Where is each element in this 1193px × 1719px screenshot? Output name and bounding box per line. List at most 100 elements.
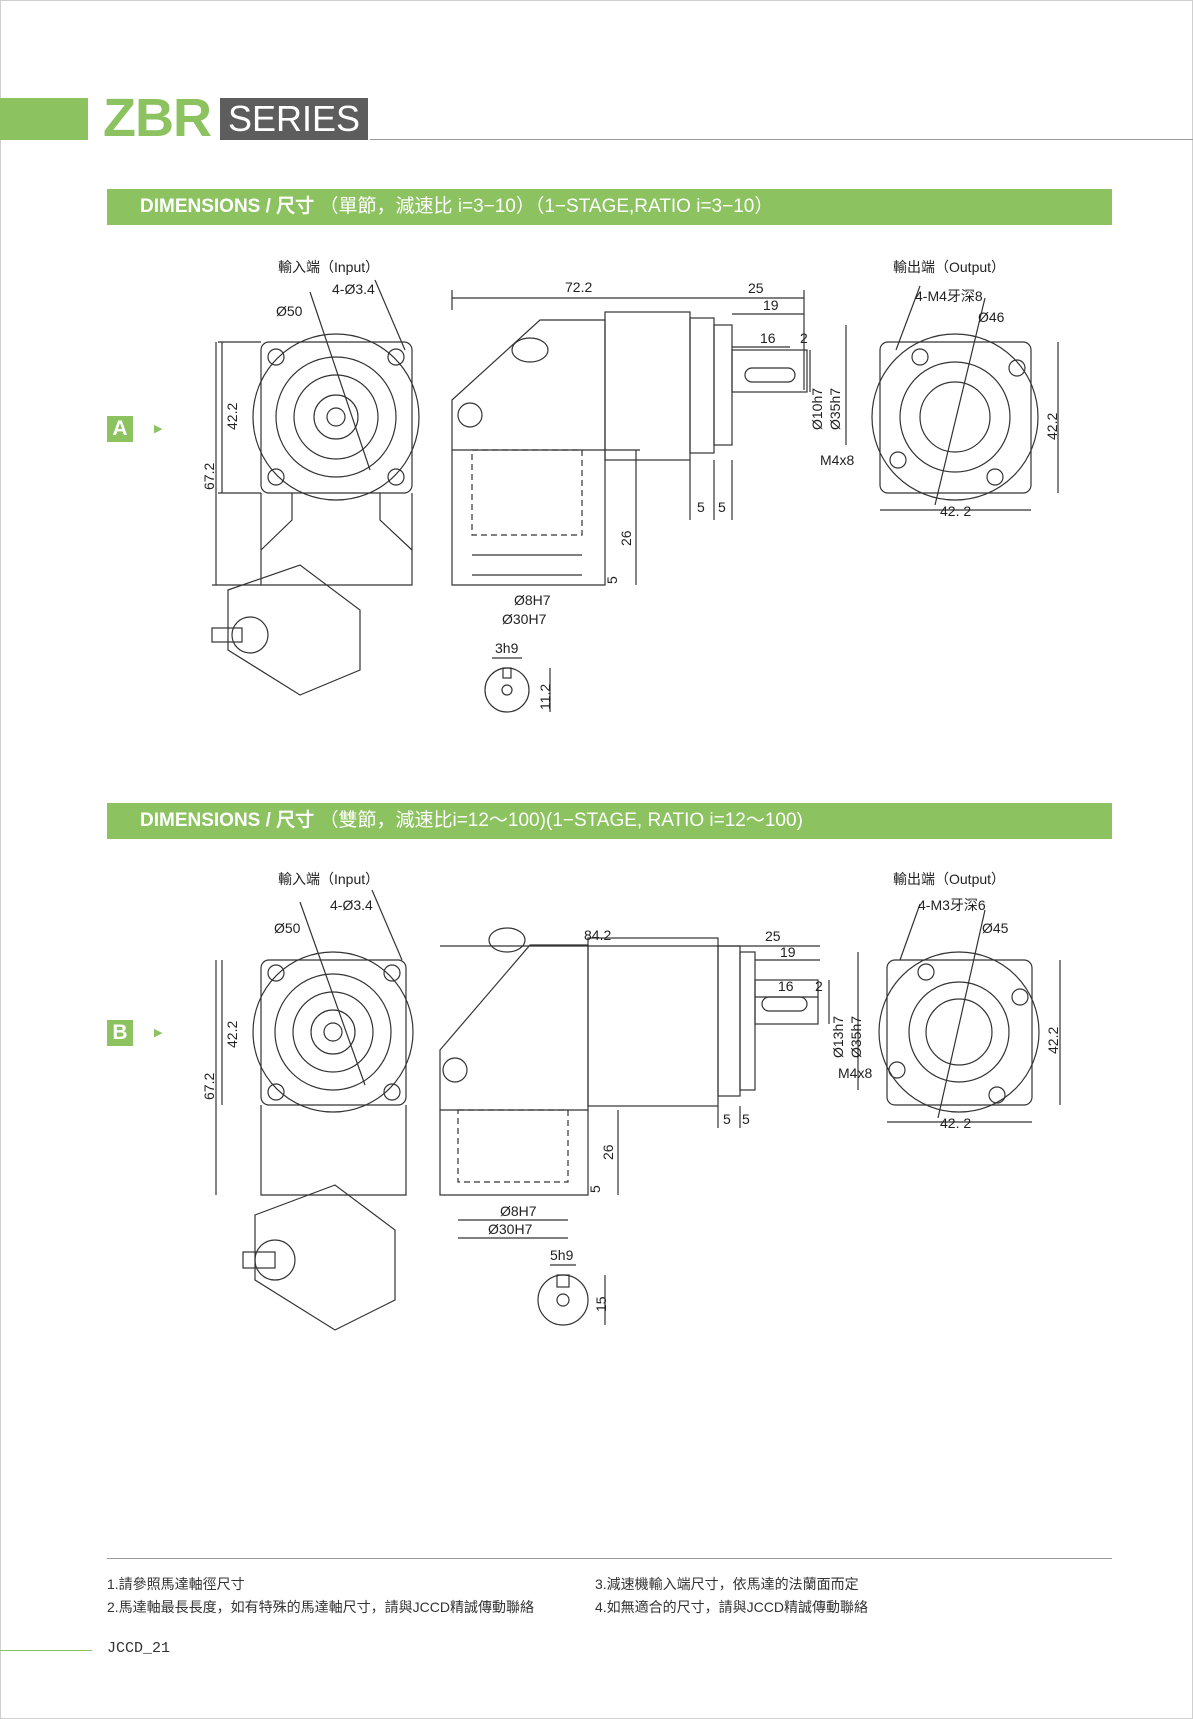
shaft-key [761,996,808,1012]
dim-2-label: 2 [815,978,823,994]
side-bore [488,927,526,953]
side-base [439,1110,589,1196]
input-flange-square [260,959,407,1106]
footer-rule [107,1558,1112,1559]
input-bore-inner [313,394,359,440]
output-42-v-label: 42.2 [1044,413,1060,440]
bore-8h7-label: Ø8H7 [514,592,551,608]
dim-25-label: 25 [748,280,764,296]
dim-16-label: 16 [778,978,794,994]
thread-label: M4x8 [820,452,854,468]
section-header-title: DIMENSIONS / 尺寸 [140,810,315,831]
bolt-hole [267,468,285,486]
key-height-label: 15 [593,1296,609,1312]
dim-19-label: 19 [780,944,796,960]
side-plug [442,1057,468,1083]
leader-line [937,909,986,1119]
spigot-diameter-label: Ø35h7 [848,1016,864,1058]
key-detail-circle [484,667,530,713]
height-67-label: 67.2 [201,463,217,490]
dim-16-label: 16 [760,330,776,346]
side-housing [439,944,589,1111]
leader-line [371,889,403,961]
input-bore-mid [293,374,379,460]
dim-19-label: 19 [763,297,779,313]
key-width-label: 3h9 [495,640,519,656]
key-detail-circle [537,1274,589,1326]
output-shaft-end [925,998,993,1066]
output-pcd [871,333,1039,501]
output-thread-label: 4-M4牙深8 [915,288,983,304]
bore-30h7-label: Ø30H7 [502,611,547,627]
bolt-hole [1008,359,1026,377]
drawing-a: 輸入端（Input） 4-Ø3.4 Ø50 72.2 25 19 16 2 Ø1… [0,250,1193,750]
input-bore-inner [310,1009,356,1055]
output-42-v-label: 42.2 [1045,1027,1061,1054]
section-header-title: DIMENSIONS / 尺寸 [140,196,315,217]
arrow-icon: ▶ [154,1027,163,1039]
side-plug [457,402,483,428]
side-bore [511,337,549,363]
dim-26-label: 26 [600,1144,616,1160]
isometric-shaft [242,1251,276,1269]
output-pcd-label: Ø45 [982,920,1009,936]
bolt-hole [1011,988,1029,1006]
side-spigot [739,951,756,1091]
input-bore-outer [274,973,392,1091]
dim-25-label: 25 [765,928,781,944]
bolt-hole [387,468,405,486]
output-42-h-label: 42. 2 [940,503,971,519]
input-flange-circle [252,951,414,1113]
drawing-b: 輸入端（Input） 4-Ø3.4 Ø50 84.2 25 19 16 2 Ø1… [0,860,1193,1360]
key-detail-center [501,684,513,696]
isometric-flange [254,1239,296,1281]
section-header-b: DIMENSIONS / 尺寸 （雙節，減速比i=12～100)(1−STAGE… [107,803,1112,839]
output-shaft [754,979,819,1025]
output-flange-square [886,959,1033,1106]
section-header-subtitle: （單節，減速比 i=3−10）（1−STAGE,RATIO i=3−10） [319,196,774,217]
note-2: 2.馬達軸最長長度，如有特殊的馬達軸尺寸，請與JCCD精誠傳動聯絡 [107,1599,535,1615]
dim-2-label: 2 [800,330,808,346]
output-42-h-label: 42. 2 [940,1115,971,1131]
leader-line [309,291,371,471]
input-base-chamfer [260,493,413,551]
leader-line [299,901,366,1086]
bolt-hole [917,963,935,981]
side-hidden-bore [457,1109,569,1183]
length-label: 84.2 [584,927,611,943]
note-1: 1.請參照馬達軸徑尺寸 [107,1576,245,1592]
leader-line [374,279,406,351]
spigot-diameter-label: Ø35h7 [827,388,843,430]
input-flange-square [260,341,413,494]
bolt-hole [383,964,401,982]
bore-8h7-label: Ø8H7 [500,1203,537,1219]
bolt-holes-label: 4-Ø3.4 [330,897,373,913]
bolt-hole [387,348,405,366]
leader-line [934,297,986,506]
bolt-hole [988,1086,1006,1104]
output-spigot [908,981,1010,1083]
isometric-flange [231,616,269,654]
output-label: 輸出端（Output） [893,259,1005,275]
dim-5b-label: 5 [742,1111,750,1127]
flange-42-label: 42.2 [224,1021,240,1048]
side-body [587,937,719,1107]
output-shaft [731,349,808,393]
output-pcd [878,951,1040,1113]
input-center [323,1022,343,1042]
input-center [326,407,346,427]
input-base [260,493,413,586]
dim-5a-label: 5 [697,499,705,515]
thread-label: M4x8 [838,1065,872,1081]
dim-26-label: 26 [618,530,634,546]
output-thread-label: 4-M3牙深6 [918,897,986,913]
arrow-icon: ▶ [154,423,163,435]
input-bore-outer [275,356,397,478]
footer-accent-line [0,1650,92,1651]
input-diameter-label: Ø50 [276,303,303,319]
input-label: 輸入端（Input） [278,871,379,887]
isometric-gearbox-icon [254,1184,396,1331]
bolt-hole [889,451,907,469]
section-header-subtitle: （雙節，減速比i=12～100)(1−STAGE, RATIO i=12～100… [319,810,803,831]
output-spigot [899,361,1011,473]
